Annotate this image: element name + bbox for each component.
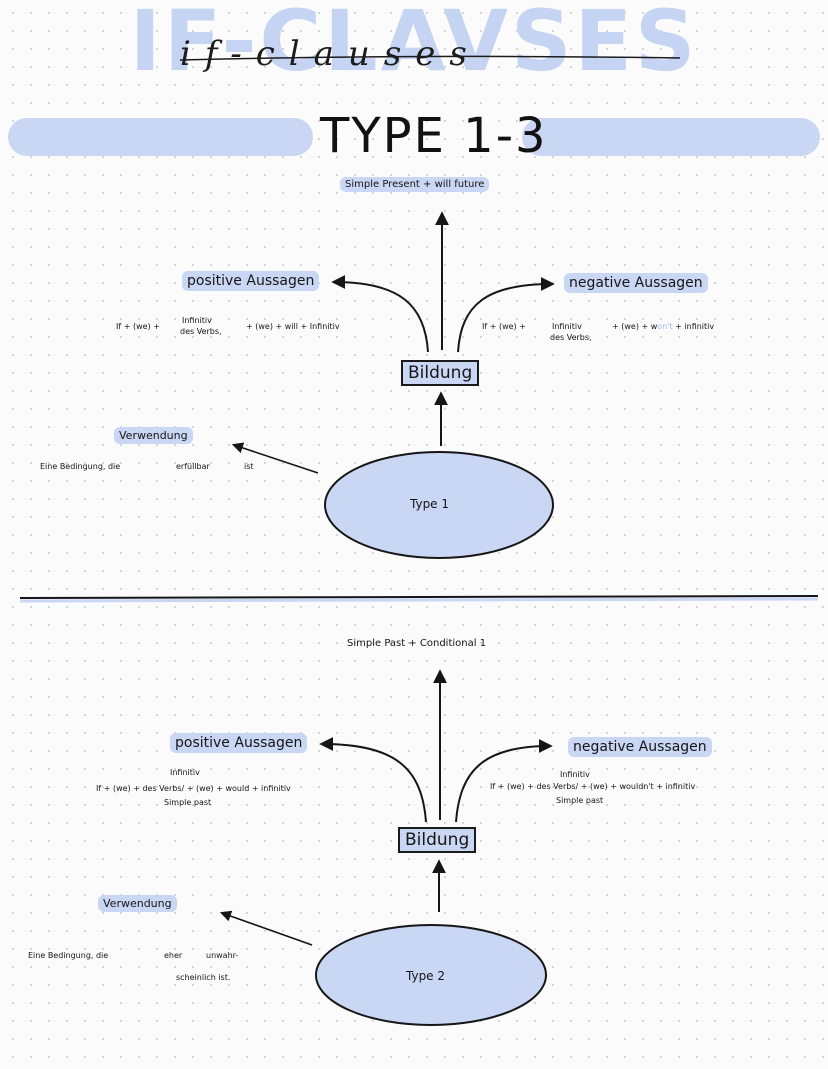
type2-usage-text-4: scheinlich ist.	[176, 973, 231, 982]
type2-usage-text-2: eher	[164, 951, 183, 960]
arrow-to-usage-type1	[231, 442, 319, 474]
type2-top-label: Simple Past + Conditional 1	[347, 638, 487, 649]
section-divider-shadow	[19, 597, 819, 603]
type2-pos-line1: Infinitiv	[170, 768, 200, 777]
type2-ellipse-label: Type 2	[406, 969, 446, 983]
type1-top-label: Simple Present + will future	[340, 177, 490, 192]
type1-usage-text-3: ist	[244, 462, 254, 471]
type2-neg-line3: Simple past	[556, 796, 604, 805]
title-underline	[179, 55, 681, 61]
title-script: if-clauses	[180, 34, 481, 74]
arrow-to-usage-type2	[219, 910, 313, 946]
type1-usage-text-1: Eine Bedingung, die	[40, 462, 121, 471]
type2-neg-line1: Infinitiv	[560, 770, 590, 779]
type2-neg-line2: If + (we) + des Verbs/ + (we) + wouldn't…	[490, 782, 696, 791]
type1-negative-label: negative Aussagen	[564, 273, 708, 293]
type1-usage-text-2: erfüllbar	[176, 462, 210, 471]
arrow-right-type1	[457, 277, 555, 353]
type1-ellipse-label: Type 1	[410, 497, 450, 511]
type1-neg-mid2: des Verbs,	[550, 333, 592, 342]
title-outline: IF-CLAVSES	[129, 0, 699, 90]
type2-pos-line2: If + (we) + des Verbs/ + (we) + would + …	[96, 784, 291, 793]
header-bar-left	[8, 118, 313, 156]
type1-usage-label: Verwendung	[114, 427, 193, 444]
header-bar-right	[522, 118, 820, 156]
type2-usage-text-3: unwahr-	[206, 951, 239, 960]
section-divider	[19, 595, 819, 599]
type1-neg-prefix: If + (we) +	[482, 322, 526, 331]
type1-neg-suffix-before: + (we) + w	[612, 322, 658, 331]
arrow-left-type1	[331, 275, 429, 353]
type2-usage-text-1: Eine Bedingung, die	[28, 951, 109, 960]
type1-neg-suffix-after: + infinitiv	[672, 322, 715, 331]
type2-negative-label: negative Aussagen	[568, 737, 712, 757]
arrow-right-type2	[455, 739, 553, 823]
type1-neg-mid1: Infinitiv	[552, 322, 582, 331]
type1-neg-suffix: + (we) + won't + infinitiv	[612, 322, 714, 332]
type2-pos-line3: Simple past	[164, 798, 212, 807]
arrow-left-type2	[319, 737, 427, 823]
type1-positive-label: positive Aussagen	[182, 271, 320, 291]
type1-pos-suffix: + (we) + will + Infinitiv	[246, 322, 340, 331]
type1-pos-prefix: If + (we) +	[116, 322, 160, 331]
type1-neg-suffix-highlight: on't	[657, 322, 673, 331]
type2-ellipse	[315, 924, 547, 1026]
type2-positive-label: positive Aussagen	[170, 733, 308, 753]
type2-bildung-box: Bildung	[398, 827, 477, 853]
subtitle: TYPE 1-3	[320, 108, 548, 164]
type1-pos-mid1: Infinitiv	[182, 316, 212, 325]
type2-usage-label: Verwendung	[98, 895, 177, 912]
type1-pos-mid2: des Verbs,	[180, 327, 222, 336]
type1-ellipse	[324, 451, 554, 559]
type1-bildung-box: Bildung	[401, 360, 480, 386]
